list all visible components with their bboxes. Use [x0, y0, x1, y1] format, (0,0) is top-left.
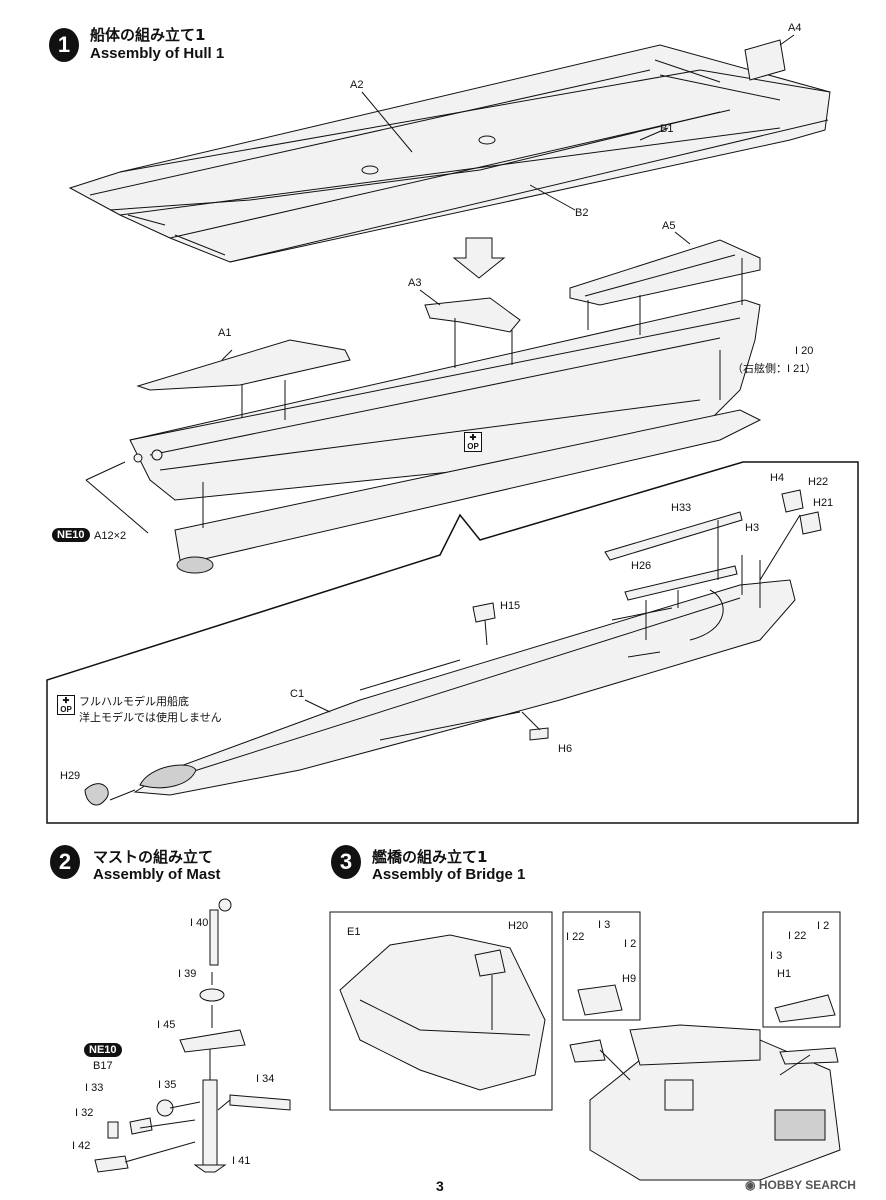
- part-label: I 32: [75, 1107, 94, 1119]
- part-label: A5: [662, 220, 676, 232]
- hull-upper-parts: [68, 39, 831, 263]
- part-label: I 22: [788, 930, 807, 942]
- part-label: H3: [745, 522, 760, 534]
- part-label: H29: [60, 770, 81, 782]
- step-title-jp: マストの組み立て: [93, 848, 214, 866]
- part-label: E1: [347, 926, 361, 938]
- op-note-line1: フルハルモデル用船底: [79, 695, 189, 708]
- part-label: A4: [788, 22, 802, 34]
- main-hull: [85, 231, 762, 574]
- watermark: ◉ HOBBY SEARCH: [745, 1178, 856, 1192]
- part-label: H21: [813, 497, 834, 509]
- c1-detail-box: [46, 461, 859, 824]
- part-label: H4: [770, 472, 785, 484]
- part-label: I 41: [232, 1155, 251, 1167]
- part-label: I 2: [624, 938, 637, 950]
- part-label: I 20: [795, 345, 814, 357]
- mast-diagram: [94, 898, 291, 1173]
- part-label: I 40: [190, 917, 209, 929]
- part-label: H1: [777, 968, 792, 980]
- part-label: A2: [350, 79, 364, 91]
- part-label: I 42: [72, 1140, 91, 1152]
- bridge-diagram: [329, 911, 841, 1181]
- part-label: I 22: [566, 931, 585, 943]
- part-label: I 39: [178, 968, 197, 980]
- part-label: H26: [631, 560, 652, 572]
- part-label: I 3: [598, 919, 611, 931]
- part-label: I 34: [256, 1073, 275, 1085]
- step-title-jp: 船体の組み立て1: [90, 26, 206, 44]
- part-label: B2: [575, 207, 589, 219]
- part-label: H33: [671, 502, 692, 514]
- part-label: H20: [508, 920, 529, 932]
- op-icon: ✚OP: [464, 432, 482, 452]
- ne10-badge: NE10: [84, 1043, 122, 1057]
- step-number-badge: 2: [50, 845, 80, 879]
- part-label: H15: [500, 600, 521, 612]
- down-arrow-icon: [452, 237, 506, 279]
- op-icon: ✚OP: [57, 695, 75, 715]
- step-title-en: Assembly of Hull 1: [90, 45, 225, 62]
- watermark-logo-icon: ◉: [745, 1178, 759, 1192]
- part-label: I 2: [817, 920, 830, 932]
- part-label: I 3: [770, 950, 783, 962]
- part-label: I 33: [85, 1082, 104, 1094]
- part-label: A3: [408, 277, 422, 289]
- step-number-badge: 1: [49, 28, 79, 62]
- step-title-en: Assembly of Mast: [93, 866, 221, 883]
- part-label: A1: [218, 327, 232, 339]
- part-label: H22: [808, 476, 829, 488]
- step-number-badge: 3: [331, 845, 361, 879]
- ne10-badge: NE10: [52, 528, 90, 542]
- part-label: A12×2: [94, 530, 127, 542]
- step-title-jp: 艦橋の組み立て1: [372, 848, 488, 866]
- part-label: H6: [558, 743, 573, 755]
- part-label: （右舷側：I 21）: [732, 363, 817, 375]
- part-label: H9: [622, 973, 637, 985]
- step-title-en: Assembly of Bridge 1: [372, 866, 526, 883]
- part-label: C1: [290, 688, 305, 700]
- part-label: B17: [93, 1060, 113, 1072]
- part-label: B1: [660, 123, 674, 135]
- part-label: I 45: [157, 1019, 176, 1031]
- part-label: I 35: [158, 1079, 177, 1091]
- page-number: 3: [436, 1178, 444, 1194]
- op-note-line2: 洋上モデルでは使用しません: [79, 711, 222, 724]
